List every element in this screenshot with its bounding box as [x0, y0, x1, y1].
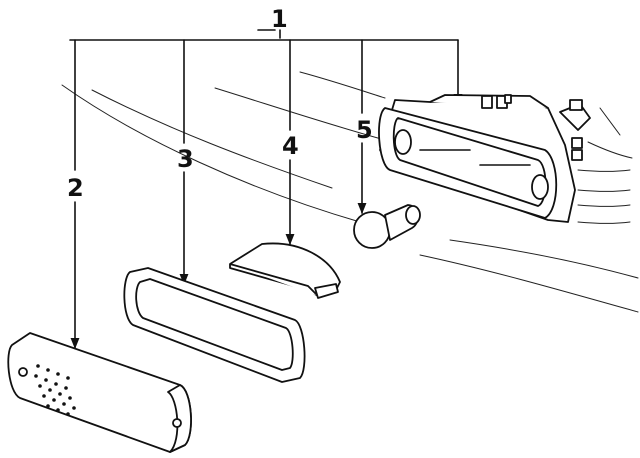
callout-1-leader [69, 29, 463, 114]
bulb [353, 204, 421, 249]
reflector [229, 242, 341, 299]
callout-4-label: 4 [282, 132, 299, 160]
gasket [123, 267, 306, 383]
lens [7, 332, 192, 453]
callout-5-label: 5 [356, 116, 373, 144]
callout-3-label: 3 [177, 145, 194, 173]
callout-2-label: 2 [67, 174, 84, 202]
lamp-housing-assembly [378, 94, 591, 223]
vehicle-body-lines [61, 71, 639, 313]
lens-pattern [34, 364, 76, 416]
part-leaders [70, 39, 367, 350]
callout-1-label: 1 [271, 5, 288, 33]
